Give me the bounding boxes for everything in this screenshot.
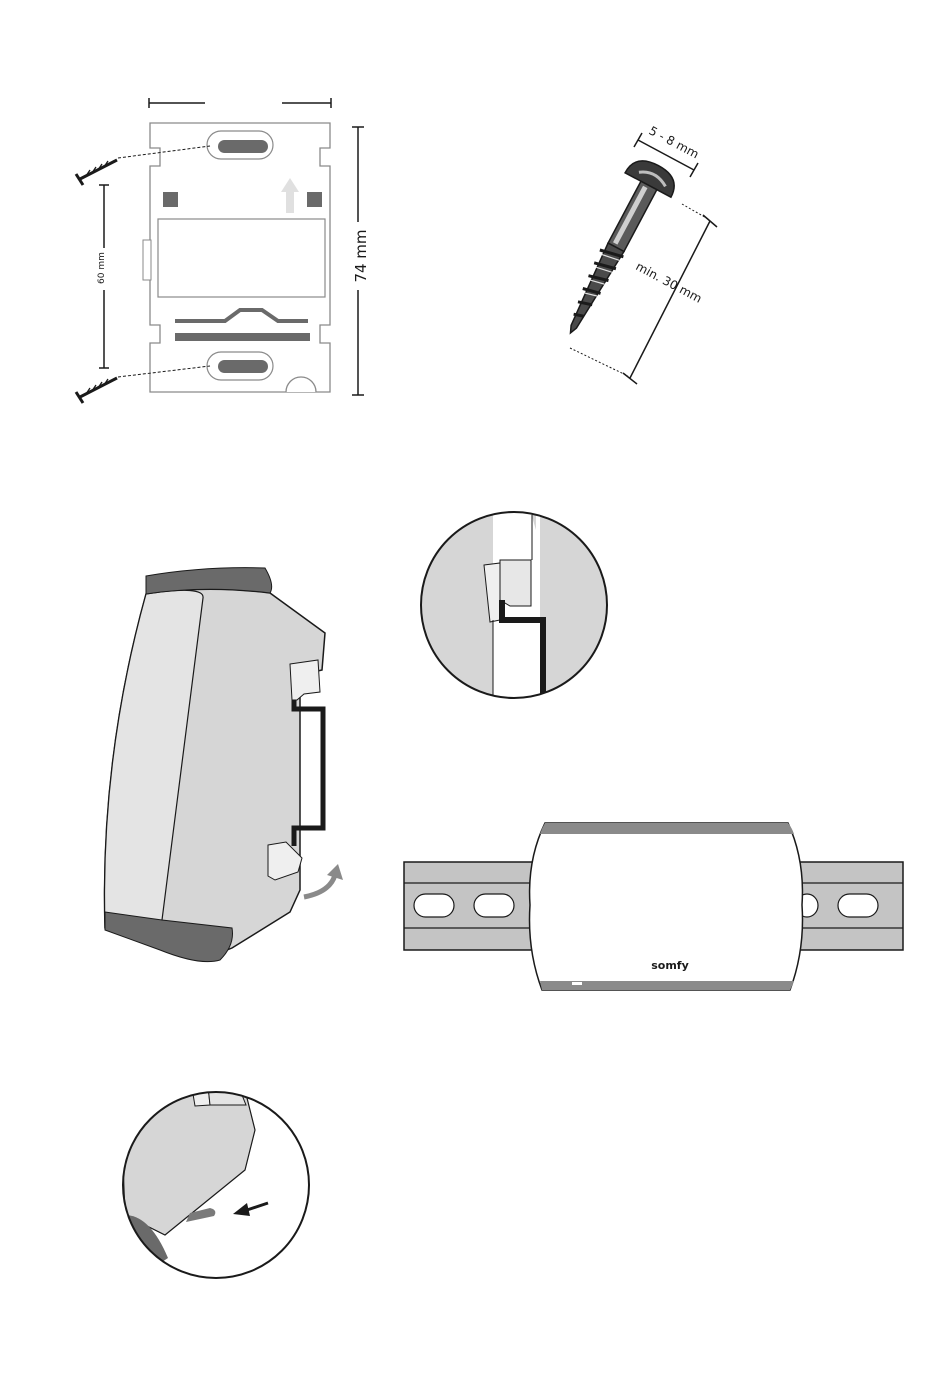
height-74-label: 74 mm: [352, 229, 370, 282]
clip-detail-zoom: [420, 510, 610, 700]
mounting-bracket-figure: 60 mm 74 mm: [76, 98, 370, 403]
wall-screw-icon: [76, 378, 117, 403]
device-side-view: [105, 568, 343, 962]
brand-logo: somfy: [651, 959, 689, 972]
screw-length-label: min. 30 mm: [633, 259, 704, 306]
device-front-view: somfy: [404, 823, 903, 990]
screw-spec-figure: 5 - 8 mm min. 30 mm: [547, 124, 717, 384]
screw-head-label: 5 - 8 mm: [647, 124, 702, 162]
width-dimension: [149, 98, 331, 108]
release-tab-zoom: [120, 1086, 315, 1280]
wall-screw-icon: [76, 160, 117, 185]
rotate-arrow-icon: [304, 875, 335, 897]
spacing-60-label: 60 mm: [97, 252, 107, 284]
